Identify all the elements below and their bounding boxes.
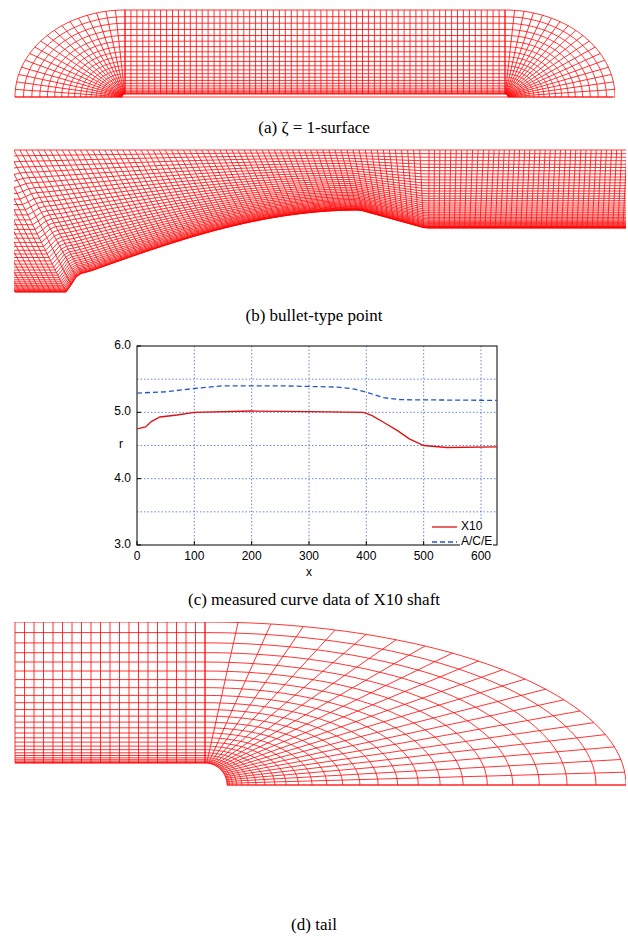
axis-tick	[194, 541, 195, 545]
tick-label: 500	[414, 550, 434, 564]
grid-line	[137, 379, 497, 380]
tick-label: 300	[299, 550, 319, 564]
axis-tick	[137, 541, 138, 545]
legend-sample	[432, 526, 457, 527]
tick-label: 200	[242, 550, 262, 564]
axis-tick	[309, 541, 310, 545]
tick-label: 600	[471, 550, 491, 564]
mesh-tail	[15, 622, 626, 785]
axis-title: r	[119, 438, 123, 452]
tick-label: 3.0	[114, 538, 131, 552]
line-chart	[137, 346, 497, 545]
curve-x10	[137, 411, 497, 448]
mesh-surface	[15, 10, 615, 97]
axis-tick	[137, 346, 141, 347]
axis-tick	[137, 545, 141, 546]
tick-label: 6.0	[114, 339, 131, 353]
axis-tick	[423, 541, 424, 545]
tick-label: 0	[134, 550, 141, 564]
tick-label: 5.0	[114, 405, 131, 419]
tick-label: 400	[356, 550, 376, 564]
tick-label: 4.0	[114, 472, 131, 486]
figure-caption: (c) measured curve data of X10 shaft	[188, 590, 440, 610]
mesh-point	[14, 150, 626, 292]
mesh-lines	[14, 150, 626, 292]
legend-label: A/C/E	[460, 535, 493, 549]
figure-caption: (b) bullet-type point	[246, 306, 383, 326]
grid-line	[251, 346, 252, 545]
grid-line	[137, 511, 497, 512]
legend-label: X10	[460, 520, 483, 534]
grid-line	[137, 478, 497, 479]
axis-tick	[251, 541, 252, 545]
axis-tick	[137, 478, 141, 479]
legend-sample	[432, 541, 457, 542]
tick-label: 100	[184, 550, 204, 564]
plot-frame	[137, 346, 497, 545]
grid-line	[137, 445, 497, 446]
axis-title: x	[306, 566, 312, 580]
figure-caption: (d) tail	[291, 915, 337, 935]
mesh-lines	[15, 10, 615, 97]
curve-ace	[137, 386, 497, 401]
mesh-lines	[15, 622, 626, 785]
axis-tick	[137, 412, 141, 413]
figure-caption: (a) ζ = 1-surface	[258, 118, 369, 138]
axis-tick	[366, 541, 367, 545]
